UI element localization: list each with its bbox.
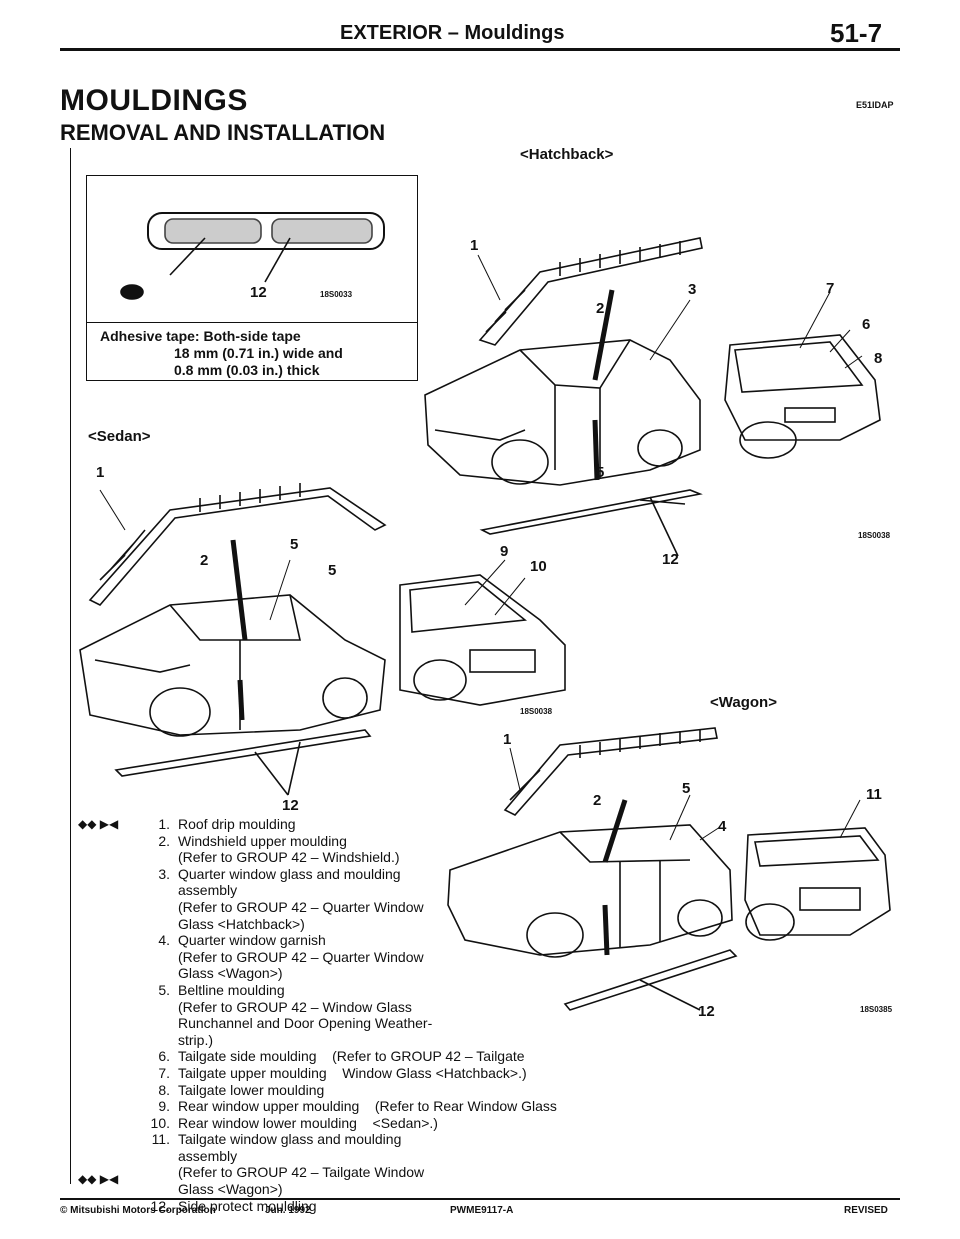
footer-status: REVISED	[844, 1205, 888, 1216]
page-number: 51-7	[830, 18, 883, 48]
hatch-callout-12: 12	[662, 551, 679, 568]
view-label-wagon: <Wagon>	[710, 694, 777, 711]
sedan-callout-9: 9	[500, 543, 509, 560]
wagon-callout-11: 11	[866, 786, 882, 803]
list-item: (Refer to GROUP 42 – Window Glass	[178, 998, 412, 1015]
list-item: (Refer to GROUP 42 – Tailgate Window	[178, 1164, 425, 1181]
wagon-rear-view	[744, 827, 891, 941]
parts-list: 1.Roof drip moulding 2.Windshield upper …	[100, 816, 620, 1214]
sedan-side-moulding	[114, 729, 372, 796]
figure-id-sedan: 18S0038	[520, 707, 553, 716]
wagon-car	[447, 799, 733, 958]
list-item: (Refer to GROUP 42 – Quarter Window	[178, 948, 424, 965]
subsection-title: REMOVAL AND INSTALLATION	[60, 120, 386, 145]
list-item: 7.Tailgate upper moulding Window Glass <…	[158, 1064, 527, 1081]
note-figure-id: 18S0033	[320, 290, 353, 299]
sedan-rear-view	[399, 574, 566, 706]
figure-id-wagon: 18S0385	[860, 1005, 893, 1014]
hatch-callout-6: 6	[862, 316, 871, 333]
hatch-callout-3: 3	[688, 281, 697, 298]
sedan-callout-12: 12	[282, 797, 299, 814]
list-item: (Refer to GROUP 42 – Windshield.)	[178, 849, 400, 866]
wagon-roof-moulding	[503, 727, 718, 816]
wagon-side-moulding	[563, 949, 738, 1011]
list-item: assembly	[178, 1147, 238, 1164]
note-callout-12: 12	[250, 284, 267, 301]
hatchback-car	[424, 289, 701, 486]
list-item: 11.Tailgate window glass and moulding	[151, 1131, 402, 1148]
list-item: 9.Rear window upper moulding (Refer to R…	[158, 1098, 557, 1115]
sedan-callout-1: 1	[96, 464, 105, 481]
sedan-car	[79, 539, 386, 737]
hatchback-side-moulding	[479, 489, 703, 557]
list-item: 6.Tailgate side moulding (Refer to GROUP…	[158, 1048, 525, 1065]
list-item: 1.Roof drip moulding	[158, 816, 296, 832]
footer-rule	[60, 1198, 900, 1200]
wagon-callout-5: 5	[682, 780, 691, 797]
section-code: E51IDAP	[856, 100, 894, 110]
list-item: 8.Tailgate lower moulding	[158, 1081, 325, 1098]
list-item: (Refer to GROUP 42 – Quarter Window	[178, 898, 424, 915]
list-item: Runchannel and Door Opening Weather-	[178, 1015, 433, 1032]
note-divider	[87, 322, 417, 323]
footer-date: Jun. 1992	[265, 1205, 311, 1216]
note-line-3: 0.8 mm (0.03 in.) thick	[174, 362, 320, 378]
list-item: 10.Rear window lower moulding <Sedan>.)	[150, 1114, 438, 1131]
header-rule	[60, 48, 900, 51]
figure-id-hatchback: 18S0038	[858, 531, 891, 540]
sedan-callout-2: 2	[200, 552, 209, 569]
list-item: 2.Windshield upper moulding	[158, 832, 347, 849]
list-item: 5.Beltline moulding	[158, 981, 285, 998]
adhesive-tape-drawing	[120, 212, 385, 300]
view-label-hatchback: <Hatchback>	[520, 146, 614, 163]
header-title: EXTERIOR – Mouldings	[340, 22, 565, 44]
note-line-2: 18 mm (0.71 in.) wide and	[174, 345, 343, 361]
wagon-callout-2: 2	[593, 792, 602, 809]
hatchback-roof-moulding	[478, 237, 703, 346]
list-item: Glass <Hatchback>)	[178, 915, 305, 932]
view-label-sedan: <Sedan>	[88, 428, 151, 445]
list-item: Glass <Wagon>)	[178, 965, 283, 982]
footer-code: PWME9117-A	[450, 1205, 514, 1216]
list-item: assembly	[178, 882, 238, 899]
hatch-callout-1: 1	[470, 237, 479, 254]
leader-lines	[99, 254, 863, 841]
adhesive-tape-spec: Adhesive tape: Both-side tape 18 mm (0.7…	[100, 328, 343, 379]
service-marker-1: ◆◆ ▶◀	[78, 817, 119, 831]
hatch-callout-2: 2	[596, 300, 605, 317]
list-item: 4.Quarter window garnish	[158, 932, 326, 949]
note-line-1: Adhesive tape: Both-side tape	[100, 328, 301, 344]
list-item: 3.Quarter window glass and moulding	[158, 865, 401, 882]
wagon-callout-4: 4	[718, 818, 727, 835]
sedan-roof-moulding	[88, 483, 387, 606]
sedan-callout-10: 10	[530, 558, 547, 575]
margin-rule	[70, 148, 71, 1184]
hatch-callout-5: 5	[596, 464, 605, 481]
adhesive-tape-note-box	[86, 175, 418, 381]
service-marker-12: ◆◆ ▶◀	[78, 1172, 119, 1186]
wagon-callout-12: 12	[698, 1003, 715, 1020]
wagon-callout-1: 1	[503, 731, 512, 748]
list-item: strip.)	[178, 1031, 213, 1048]
footer-copyright: © Mitsubishi Motors Corporation	[60, 1205, 216, 1216]
hatch-callout-7: 7	[826, 280, 835, 297]
hatchback-rear-view	[724, 334, 881, 459]
section-title: MOULDINGS	[60, 84, 248, 117]
list-item: Glass <Wagon>)	[178, 1181, 283, 1198]
list-item: 12.Side protect mouldling	[150, 1197, 317, 1214]
hatch-callout-8: 8	[874, 350, 883, 367]
sedan-callout-5a: 5	[290, 536, 299, 553]
sedan-callout-5b: 5	[328, 562, 337, 579]
